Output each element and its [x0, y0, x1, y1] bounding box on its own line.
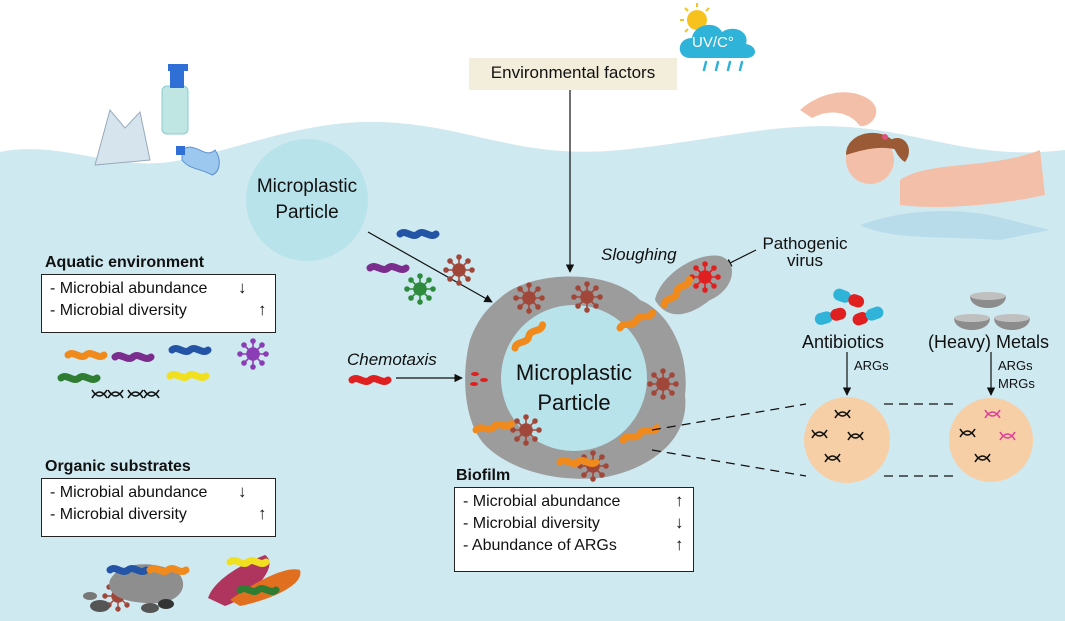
uv-c-label: UV/C° [692, 34, 734, 51]
mrgs-metals-label: MRGs [998, 376, 1035, 391]
rocks-icon [83, 564, 186, 613]
chemoattractant-dots [470, 372, 488, 386]
heavy-metals-label: (Heavy) Metals [928, 332, 1050, 352]
green-virus-icon [404, 273, 436, 305]
biofilm-row-abundance: - Microbial abundance↑ [463, 491, 684, 510]
purple-virus-icon [237, 338, 269, 370]
aquatic-environment-title: Aquatic environment [45, 254, 205, 271]
decrease-arrow: ↓ [675, 513, 684, 532]
antibiotic-pills-icon [814, 288, 884, 326]
decrease-arrow: ↓ [238, 278, 247, 297]
crushed-bottle-icon [176, 146, 220, 176]
spray-bottle-icon [161, 64, 189, 135]
biofilm-box: - Microbial abundance↑ - Microbial diver… [454, 487, 694, 572]
organic-substrates-box: - Microbial abundance↓ - Microbial diver… [41, 478, 276, 537]
increase-arrow: ↑ [675, 535, 684, 554]
chemotaxis-label: Chemotaxis [347, 350, 437, 369]
increase-arrow: ↑ [675, 491, 684, 510]
biofilm-row-args: - Abundance of ARGs↑ [463, 535, 684, 554]
microplastic-top-line1: Microplastic [256, 176, 358, 197]
aquatic-row-diversity: - Microbial diversity↑ [50, 300, 267, 319]
plastic-bag-icon [94, 108, 151, 166]
leaf-debris-icon [208, 555, 301, 606]
microplastic-particle-center [501, 305, 647, 451]
aquatic-environment-box: - Microbial abundance↓ - Microbial diver… [41, 274, 276, 333]
aquatic-row-abundance: - Microbial abundance↓ [50, 278, 247, 297]
increase-arrow: ↑ [258, 300, 267, 319]
args-metals-label: ARGs [998, 358, 1033, 373]
metal-resistance-cell [949, 398, 1033, 482]
environmental-factors-label: Environmental factors [490, 63, 656, 82]
metal-bowls-icon [954, 292, 1030, 330]
biofilm-title: Biofilm [456, 467, 511, 484]
pathogenic-virus-icon [689, 261, 721, 293]
args-antibiotics-label: ARGs [854, 358, 889, 373]
pathogenic-virus-line2: virus [787, 251, 823, 270]
swimmer-icon [800, 92, 1050, 240]
microplastic-center-line1: Microplastic [515, 360, 633, 385]
antibiotics-label: Antibiotics [802, 332, 885, 352]
antibiotic-resistance-cell [804, 397, 890, 483]
increase-arrow: ↑ [258, 504, 267, 523]
microplastic-center-line2: Particle [537, 390, 611, 415]
organic-substrates-title: Organic substrates [45, 458, 191, 475]
organic-row-diversity: - Microbial diversity↑ [50, 504, 267, 523]
environmental-factors-box [469, 58, 677, 90]
biofilm-row-diversity: - Microbial diversity↓ [463, 513, 684, 532]
sun-cloud-rain-icon [679, 3, 755, 72]
microplastic-particle-top [246, 139, 368, 261]
pathogenic-virus-line1: Pathogenic [762, 234, 848, 253]
organic-row-abundance: - Microbial abundance↓ [50, 482, 247, 501]
decrease-arrow: ↓ [238, 482, 247, 501]
microplastic-top-line2: Particle [275, 202, 339, 223]
sloughing-label: Sloughing [601, 245, 677, 264]
